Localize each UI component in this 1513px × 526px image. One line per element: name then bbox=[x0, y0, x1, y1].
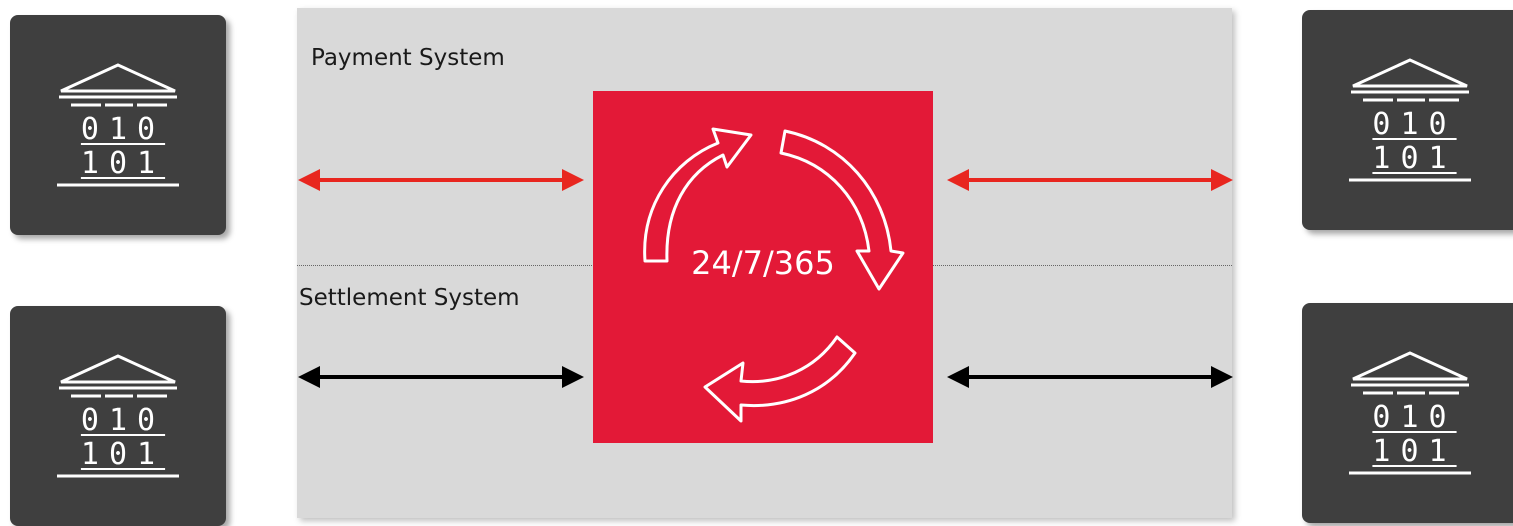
bank-top-left: 010 101 bbox=[10, 15, 226, 235]
bank-bottom-left: 010 101 bbox=[10, 306, 226, 526]
bank-base-icon bbox=[57, 474, 179, 478]
bank-roof-icon bbox=[1350, 351, 1469, 395]
bank-top-right: 010 101 bbox=[1302, 10, 1513, 230]
hub-availability-text: 24/7/365 bbox=[691, 244, 835, 282]
bank-roof-icon bbox=[1350, 58, 1469, 102]
bank-digits: 010 101 bbox=[1372, 107, 1457, 176]
payment-system-label: Payment System bbox=[311, 45, 505, 71]
bank-base-icon bbox=[1348, 471, 1471, 475]
payment-arrow-left bbox=[298, 169, 584, 191]
bank-digits: 010 101 bbox=[80, 403, 166, 472]
bank-roof-icon bbox=[59, 354, 177, 398]
bank-base-icon bbox=[1348, 178, 1471, 182]
payment-arrow-right bbox=[947, 169, 1233, 191]
settlement-arrow-right bbox=[947, 366, 1233, 388]
bank-base-icon bbox=[57, 183, 179, 187]
bank-digits: 010 101 bbox=[1372, 400, 1457, 469]
instant-settlement-hub: 24/7/365 bbox=[593, 91, 933, 443]
bank-bottom-right: 010 101 bbox=[1302, 303, 1513, 523]
cycle-arrows-icon bbox=[643, 127, 905, 423]
settlement-arrow-left bbox=[298, 366, 584, 388]
bank-roof-icon bbox=[59, 63, 177, 107]
settlement-system-label: Settlement System bbox=[299, 285, 520, 311]
bank-digits: 010 101 bbox=[80, 112, 166, 181]
